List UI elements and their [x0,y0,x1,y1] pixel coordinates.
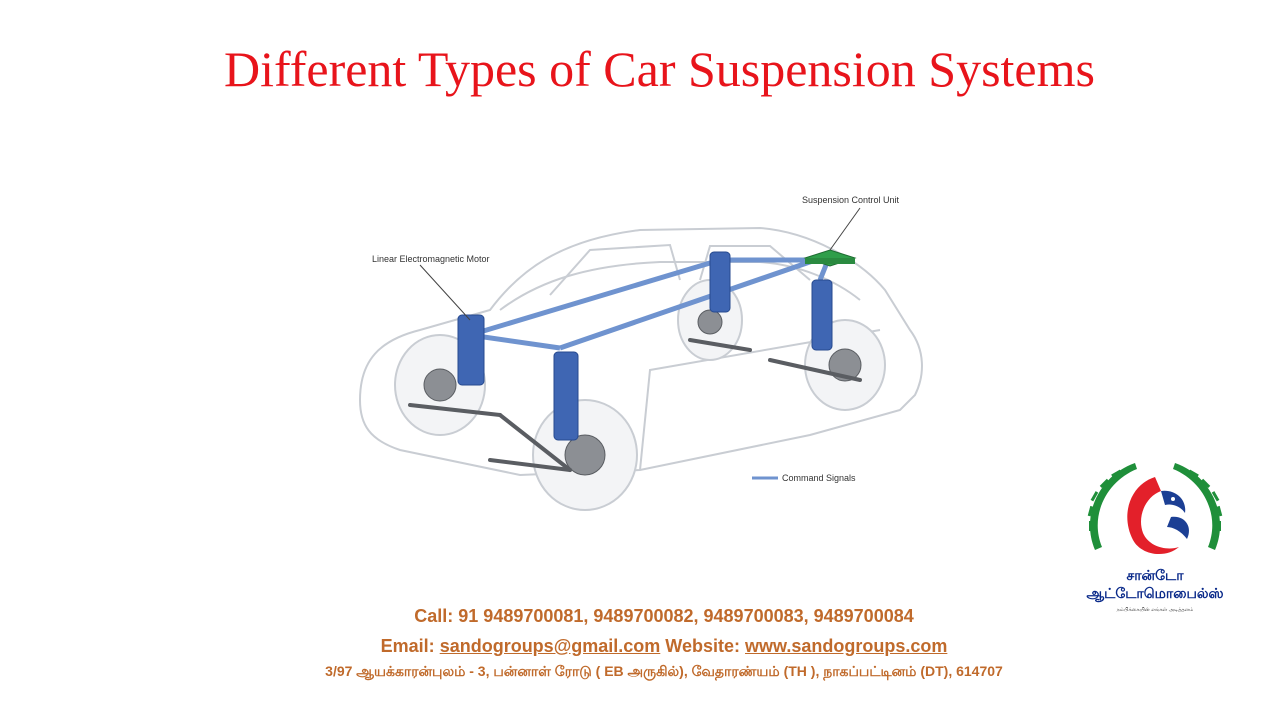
logo-tagline: நம்பிக்கையின் எங்கள் அடித்தளம் [1117,607,1194,613]
struts [457,251,833,441]
label-linear-motor: Linear Electromagnetic Motor [372,254,490,264]
contact-email-line: Email: sandogroups@gmail.com Website: ww… [0,636,1280,657]
front-left-strut [457,314,485,386]
title-area: Different Types of Car Suspension System… [0,40,1280,104]
hubs [423,309,862,476]
suspension-arms [408,338,862,472]
legend: Command Signals [752,473,856,483]
website-link[interactable]: www.sandogroups.com [745,636,948,656]
slide-title: Different Types of Car Suspension System… [224,41,1095,97]
laurel-icon [1087,463,1223,550]
rear-right-strut [811,279,833,351]
command-signal-lines [469,252,833,351]
suspension-diagram: Linear Electromagnetic Motor Suspension … [340,170,960,520]
car-suspension-illustration: Linear Electromagnetic Motor Suspension … [358,195,923,511]
front-right-strut [553,351,579,441]
website-label: Website: [665,636,740,656]
rear-left-strut [709,251,731,313]
contact-address: 3/97 ஆயக்காரன்புலம் - 3, பன்னாள் ரோடு ( … [325,663,1003,679]
call-numbers: 91 9489700081, 9489700082, 9489700083, 9… [458,606,914,626]
logo-emblem: சான்டோ ஆட்டோமொபைல்ஸ் நம்பிக்கையின் எங்கள… [1086,463,1224,613]
logo-name-line1: சான்டோ [1126,568,1184,584]
logo-name-line2: ஆட்டோமொபைல்ஸ் [1086,586,1223,602]
label-leaders [419,207,861,321]
call-label: Call: [414,606,454,626]
suspension-control-unit [803,249,857,267]
eagle-icon [1127,477,1190,555]
label-control-unit: Suspension Control Unit [802,195,900,205]
contact-call-line: Call: 91 9489700081, 9489700082, 9489700… [0,606,1280,627]
legend-command-signals: Command Signals [782,473,856,483]
email-label: Email: [380,636,435,656]
email-link[interactable]: sandogroups@gmail.com [439,636,661,656]
sando-automobiles-logo: சான்டோ ஆட்டோமொபைல்ஸ் நம்பிக்கையின் எங்கள… [1075,455,1235,625]
